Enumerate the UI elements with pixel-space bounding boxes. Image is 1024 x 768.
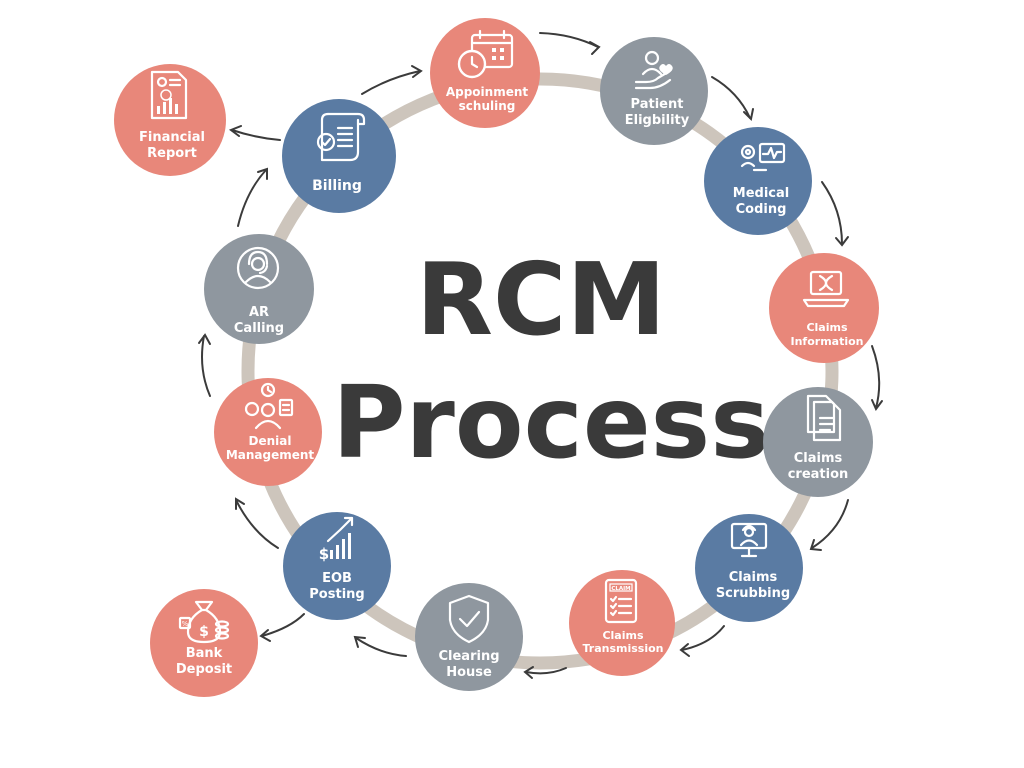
- node-label-line2: Deposit: [176, 662, 232, 677]
- report-chart-icon: [150, 70, 188, 120]
- arrow-billing-to-financial: [231, 129, 281, 141]
- arrow-clearing-to-eob: [355, 637, 407, 657]
- title-line-rcm: RCM: [416, 241, 666, 358]
- bar-chart-dollar-icon: $: [319, 516, 354, 563]
- claim-icon-text: CLAIM: [611, 586, 630, 592]
- node-bank-deposit: $ % Bank Deposit: [150, 589, 258, 697]
- arrowhead: [589, 41, 601, 55]
- node-label-line2: Scrubbing: [716, 586, 790, 601]
- node-claims-information: Claims Information: [769, 253, 879, 363]
- node-denial-management: Denial Management: [214, 378, 322, 486]
- arrowhead: [259, 629, 271, 642]
- node-claims-scrubbing: Claims Scrubbing: [695, 514, 803, 622]
- laptop-dna-icon: [802, 270, 850, 308]
- support-agent-monitor-icon: [730, 522, 768, 558]
- arrow-eob-to-bank: [261, 613, 305, 637]
- hand-patient-icon: [634, 50, 673, 90]
- arrow-appointment-to-eligibility: [539, 32, 599, 48]
- arrow-denial-to-ar: [201, 335, 211, 397]
- arrow-billing-to-appointment: [361, 70, 421, 95]
- node-label-line2: schuling: [459, 99, 516, 113]
- arrow-transmission-to-clearing: [525, 667, 567, 675]
- node-label-line1: EOB: [322, 571, 352, 586]
- arrow-ar-to-billing: [237, 169, 267, 227]
- arrow-claimsinfo-to-creation: [871, 345, 881, 409]
- title-line-process: Process: [332, 364, 769, 481]
- node-label-line1: AR: [249, 305, 269, 320]
- arrowhead: [198, 333, 211, 345]
- node-label-line2: creation: [788, 467, 849, 482]
- arrow-scrubbing-to-transmission: [681, 625, 725, 651]
- arrowhead: [523, 666, 534, 679]
- node-label-line1: Bank: [186, 646, 223, 661]
- node-label-line2: Information: [791, 335, 864, 348]
- node-label-line1: Financial: [139, 130, 205, 145]
- claim-form-icon: CLAIM: [604, 578, 638, 624]
- node-label-line2: House: [446, 665, 492, 680]
- node-label-line2: Billing: [312, 178, 362, 194]
- arrowhead: [257, 167, 268, 180]
- node-label-line1: Claims: [806, 321, 847, 334]
- node-label-line1: Appoinment: [446, 85, 529, 99]
- node-label-line1: Claims: [602, 629, 643, 642]
- node-appointment-scheduling: Appoinment schuling: [430, 18, 540, 128]
- node-label-line1: Medical: [733, 186, 789, 201]
- node-label-line1: Patient: [631, 97, 684, 112]
- node-eob-posting: $ EOB Posting: [283, 512, 391, 620]
- arrow-creation-to-scrubbing: [811, 499, 849, 549]
- documents-icon: [806, 394, 842, 442]
- receipt-check-icon: [316, 112, 366, 162]
- node-label-line2: Posting: [309, 587, 364, 602]
- svg-text:$: $: [319, 545, 329, 563]
- arrowhead: [743, 108, 754, 122]
- process-ring: [241, 72, 839, 670]
- arrowhead: [809, 539, 822, 551]
- node-label-line1: Claims: [729, 570, 778, 585]
- node-financial-report: Financial Report: [114, 64, 226, 176]
- node-label-line2: Calling: [234, 321, 284, 336]
- person-gears-icon: [244, 382, 294, 430]
- node-label-line1: Denial: [249, 434, 292, 448]
- node-patient-eligibility: Patient Eligbility: [600, 37, 708, 145]
- calendar-clock-icon: [457, 29, 514, 79]
- node-label-line2: Eligbility: [625, 113, 690, 128]
- arrowhead: [228, 125, 242, 137]
- svg-text:$: $: [199, 624, 209, 640]
- arrowhead: [679, 643, 690, 657]
- node-medical-coding: Medical Coding: [704, 127, 812, 235]
- svg-text:%: %: [182, 620, 189, 628]
- node-label-line2: Coding: [736, 202, 787, 217]
- arrow-coding-to-claimsinfo: [821, 181, 843, 245]
- node-label-line2: Transmission: [582, 642, 663, 655]
- arrowhead: [871, 399, 883, 411]
- arrowhead: [835, 236, 849, 247]
- medical-monitor-icon: [740, 142, 786, 172]
- arrow-eob-to-denial: [235, 499, 279, 549]
- node-claims-transmission: CLAIM Claims Transmission: [569, 570, 675, 676]
- arrow-eligibility-to-coding: [711, 76, 751, 119]
- arrowhead: [235, 497, 245, 510]
- arrowhead: [353, 635, 366, 648]
- node-label-line1: Claims: [794, 451, 843, 466]
- node-label-line1: Clearing: [438, 649, 499, 664]
- node-claims-creation: Claims creation: [763, 387, 873, 497]
- flow-arrows: [198, 32, 883, 679]
- node-label-line2: Report: [147, 146, 197, 161]
- node-label-line2: Management: [226, 448, 315, 462]
- headset-agent-icon: [236, 246, 280, 290]
- node-billing: Billing: [282, 99, 396, 213]
- node-ar-calling: AR Calling: [204, 234, 314, 344]
- money-bag-icon: $ %: [178, 600, 230, 644]
- shield-check-icon: [448, 594, 490, 644]
- node-clearing-house: Clearing House: [415, 583, 523, 691]
- arrowhead: [411, 65, 423, 78]
